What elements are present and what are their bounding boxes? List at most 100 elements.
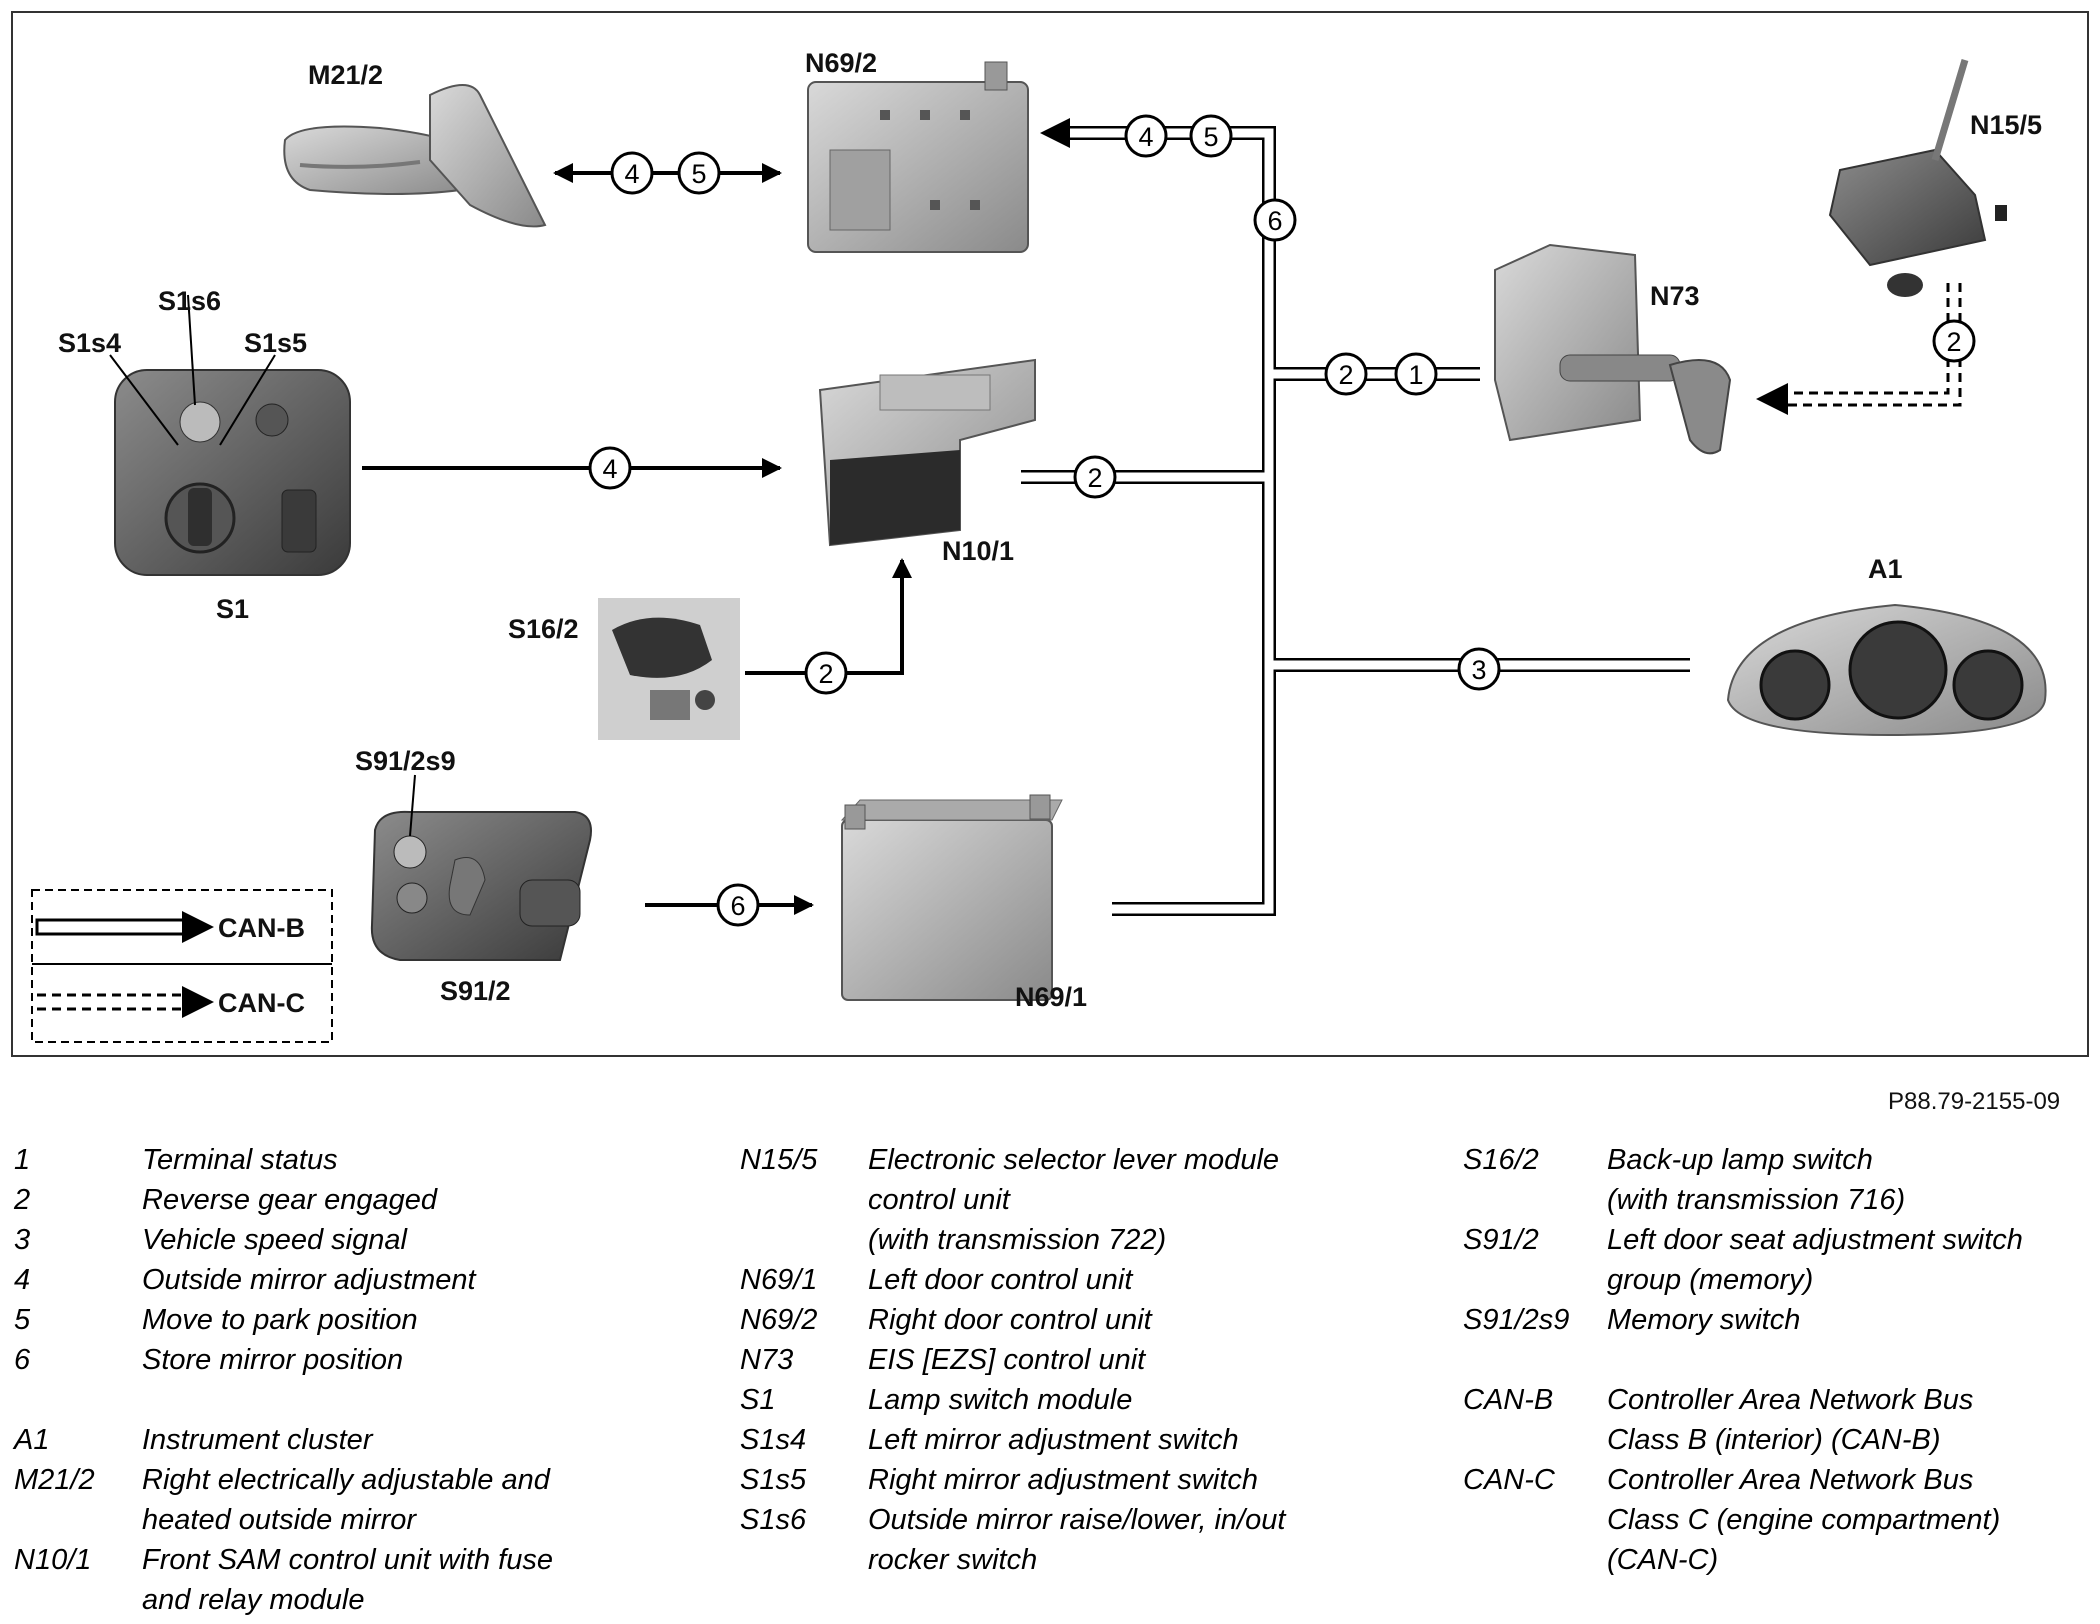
label-n69-1: N69/1	[1015, 982, 1087, 1012]
signal-6-bus: 6	[1267, 206, 1282, 236]
legend-key: 4	[14, 1264, 31, 1296]
label-s91-2: S91/2	[440, 976, 511, 1006]
signal-4-bus: 4	[1138, 122, 1153, 152]
label-a1: A1	[1868, 554, 1903, 584]
legend-desc: Store mirror position	[142, 1344, 404, 1376]
legend-row: 2 Reverse gear engaged	[14, 1180, 702, 1220]
legend-desc: Instrument cluster	[142, 1424, 373, 1456]
label-m21-2: M21/2	[308, 60, 383, 90]
n69-2-image	[807, 61, 1029, 253]
signal-2-n10: 2	[1087, 463, 1102, 493]
label-s16-2: S16/2	[508, 614, 579, 644]
legend-desc: Left mirror adjustment switch	[868, 1424, 1239, 1456]
n73-image	[1494, 243, 1732, 455]
legend-key: S1	[740, 1384, 776, 1416]
s91-2-image	[370, 774, 592, 961]
legend-key: N73	[740, 1344, 794, 1376]
signal-3-a1: 3	[1471, 655, 1486, 685]
n69-1-image	[840, 794, 1063, 1001]
legend-row: S1 Lamp switch module	[740, 1380, 1428, 1420]
diagram-frame	[11, 11, 2089, 1057]
can-c-bus	[1788, 283, 1962, 407]
signal-circles	[588, 114, 1976, 927]
label-s1s6: S1s6	[158, 286, 221, 316]
n10-1-image	[818, 358, 1036, 547]
legend-key: N10/1	[14, 1544, 92, 1576]
legend-key: A1	[14, 1424, 50, 1456]
legend-desc: Left door control unit	[868, 1264, 1133, 1296]
legend-desc: Outside mirror adjustment	[142, 1264, 476, 1296]
signal-2-n73: 2	[1338, 360, 1353, 390]
legend-key: M21/2	[14, 1464, 95, 1496]
legend-desc: Vehicle speed signal	[142, 1224, 407, 1256]
label-s1s4: S1s4	[58, 328, 121, 358]
figure-code: P88.79-2155-09	[1888, 1088, 2061, 1115]
legend-row: S1s5 Right mirror adjustment switch	[740, 1460, 1428, 1500]
can-b-arrowhead	[1040, 118, 1070, 148]
legend-desc: Right mirror adjustment switch	[868, 1464, 1258, 1496]
bus-key	[31, 889, 333, 1043]
legend-key: S91/2s9	[1463, 1304, 1570, 1336]
can-c-arrowhead	[1756, 383, 1788, 415]
legend-desc: Reverse gear engaged	[142, 1184, 438, 1216]
signal-2-s16: 2	[818, 659, 833, 689]
label-s1s5: S1s5	[244, 328, 307, 358]
legend-row: 1 Terminal status	[14, 1140, 702, 1180]
legend-key: 3	[14, 1224, 31, 1256]
legend-key: S1s5	[740, 1464, 807, 1496]
signal-1-n73: 1	[1408, 360, 1423, 390]
legend-desc: Terminal status	[142, 1144, 338, 1176]
mirror-image	[283, 84, 547, 228]
legend-key: S1s6	[740, 1504, 807, 1536]
legend-row: N73 EIS [EZS] control unit	[740, 1340, 1428, 1380]
label-s91-2s9: S91/2s9	[355, 746, 456, 776]
legend-desc: Lamp switch module	[868, 1384, 1133, 1416]
legend-key: S91/2	[1463, 1224, 1539, 1256]
legend-desc: Memory switch	[1607, 1304, 1801, 1336]
legend-key: S16/2	[1463, 1144, 1539, 1176]
label-s1: S1	[216, 594, 249, 624]
label-n69-2: N69/2	[805, 48, 877, 78]
legend-desc: EIS [EZS] control unit	[868, 1344, 1146, 1376]
signal-5-mirror: 5	[691, 159, 706, 189]
signal-6-s91: 6	[730, 891, 745, 921]
legend-row: S91/2s9 Memory switch	[1463, 1300, 2100, 1340]
legend-row: A1 Instrument cluster	[14, 1420, 702, 1460]
label-n15-5: N15/5	[1970, 110, 2042, 140]
a1-image	[1726, 603, 2047, 737]
legend-row: 3 Vehicle speed signal	[14, 1220, 702, 1260]
legend-row: 6 Store mirror position	[14, 1340, 702, 1380]
legend-key: N69/2	[740, 1304, 818, 1336]
signal-5-bus: 5	[1203, 122, 1218, 152]
signal-4-s1: 4	[602, 454, 617, 484]
legend-row: N69/1 Left door control unit	[740, 1260, 1428, 1300]
legend-key: 5	[14, 1304, 31, 1336]
legend-row: 4 Outside mirror adjustment	[14, 1260, 702, 1300]
legend-key: 6	[14, 1344, 31, 1376]
wiring-diagram: 4 5 4 5 6 2 1 2 4 2 2 3 6	[11, 11, 2089, 1057]
legend-desc: Move to park position	[142, 1304, 418, 1336]
signal-2-n15: 2	[1946, 327, 1961, 357]
legend-key: 1	[14, 1144, 31, 1176]
key-can-c: CAN-C	[218, 988, 305, 1018]
legend-key: N69/1	[740, 1264, 818, 1296]
legend-key: N15/5	[740, 1144, 818, 1176]
legend-row: 5 Move to park position	[14, 1300, 702, 1340]
legend-key: 2	[14, 1184, 31, 1216]
label-n10-1: N10/1	[942, 536, 1014, 566]
